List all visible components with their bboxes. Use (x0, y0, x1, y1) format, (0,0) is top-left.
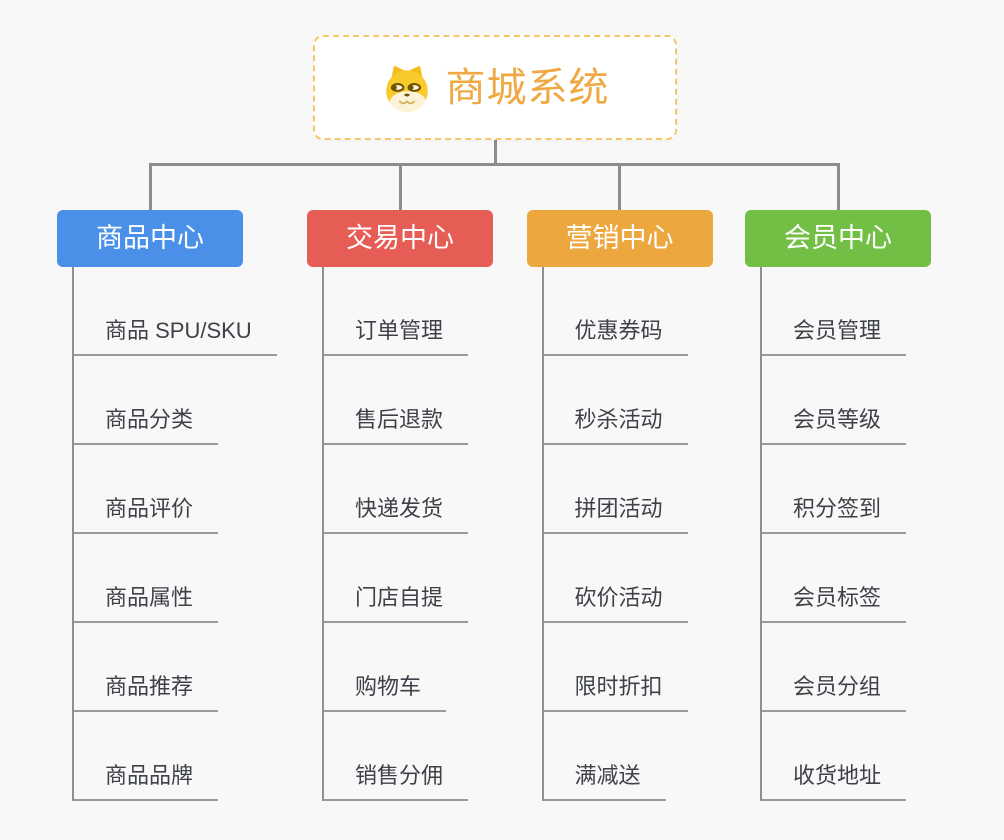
child-topic[interactable]: 拼团活动 (543, 445, 688, 534)
branch-header-4[interactable]: 会员中心 (745, 210, 931, 267)
child-topic[interactable]: 会员分组 (762, 623, 907, 712)
child-topic[interactable]: 收货地址 (762, 712, 907, 801)
child-topic[interactable]: 销售分佣 (324, 712, 469, 801)
branch-label: 营销中心 (565, 223, 674, 253)
child-topic[interactable]: 快递发货 (324, 445, 469, 534)
connector-line (148, 163, 152, 210)
child-topic[interactable]: 购物车 (324, 623, 447, 712)
connector-line (618, 163, 621, 210)
child-topic[interactable]: 优惠券码 (543, 267, 688, 356)
connector-line (493, 140, 497, 166)
child-topic[interactable]: 砍价活动 (543, 534, 688, 623)
branch-header-2[interactable]: 交易中心 (307, 210, 493, 267)
child-topic[interactable]: 会员等级 (762, 356, 907, 445)
branch-label: 交易中心 (346, 223, 454, 253)
child-topic[interactable]: 门店自提 (324, 534, 469, 623)
child-topic[interactable]: 会员标签 (762, 534, 907, 623)
child-topic[interactable]: 售后退款 (324, 356, 469, 445)
root-title: 商城系统 (445, 65, 610, 110)
child-topic[interactable]: 限时折扣 (543, 623, 688, 712)
branch-label: 会员中心 (784, 223, 892, 253)
connector-line (398, 163, 402, 210)
branch-children: 订单管理售后退款快递发货门店自提购物车销售分佣 (322, 267, 469, 801)
root-node[interactable]: 商城系统 (313, 35, 677, 140)
child-topic[interactable]: 商品品牌 (74, 712, 219, 801)
child-topic[interactable]: 秒杀活动 (543, 356, 688, 445)
child-topic[interactable]: 积分签到 (762, 445, 907, 534)
child-topic[interactable]: 满减送 (543, 712, 666, 801)
child-topic[interactable]: 商品评价 (74, 445, 219, 534)
branch-label: 商品中心 (96, 223, 204, 253)
child-topic[interactable]: 商品分类 (74, 356, 219, 445)
dog-face-icon (381, 62, 433, 114)
branch-children: 优惠券码秒杀活动拼团活动砍价活动限时折扣满减送 (541, 267, 688, 801)
child-topic[interactable]: 订单管理 (324, 267, 469, 356)
branch-children: 会员管理会员等级积分签到会员标签会员分组收货地址 (760, 267, 907, 801)
child-topic[interactable]: 商品属性 (74, 534, 219, 623)
branch-header-3[interactable]: 营销中心 (526, 210, 713, 267)
child-topic[interactable]: 会员管理 (762, 267, 907, 356)
connector-line (148, 163, 840, 166)
child-topic[interactable]: 商品 SPU/SKU (74, 267, 277, 356)
connector-line (836, 163, 840, 210)
branch-header-1[interactable]: 商品中心 (57, 210, 243, 267)
child-topic[interactable]: 商品推荐 (74, 623, 219, 712)
